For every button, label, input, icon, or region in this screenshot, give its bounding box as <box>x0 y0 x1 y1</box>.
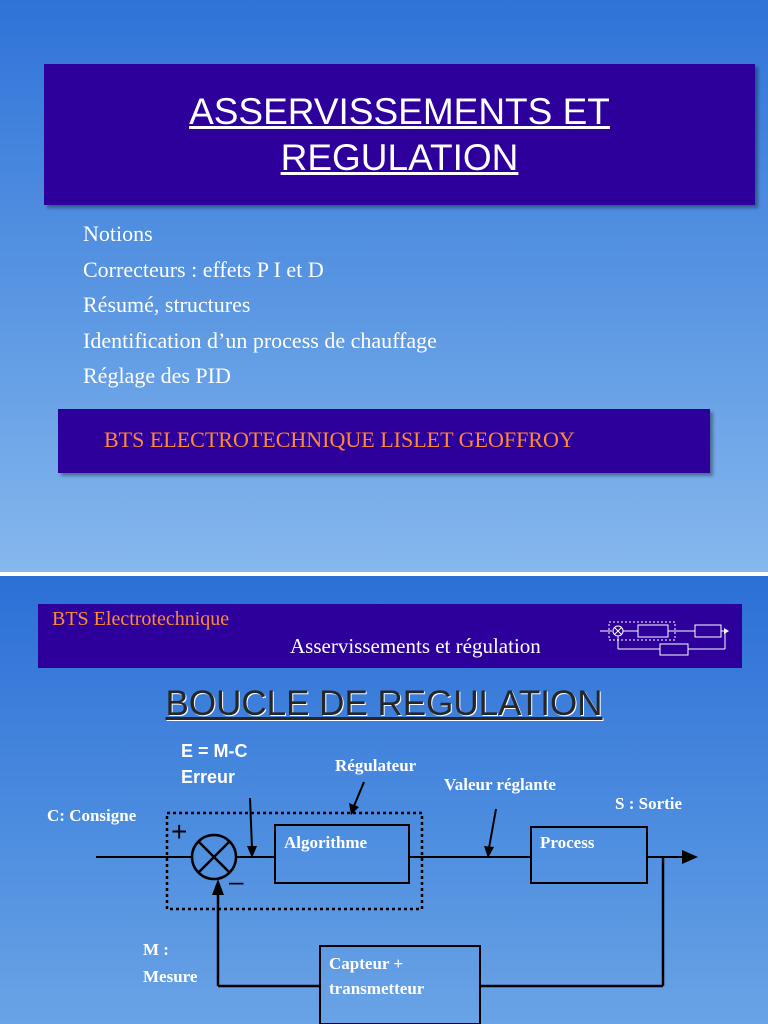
sensor-block-label-line1: Capteur + <box>329 954 404 973</box>
diagram-title: BOUCLE DE REGULATION <box>165 684 603 723</box>
sensor-block-label-line2: transmetteur <box>329 979 425 998</box>
outline-item: Réglage des PID <box>83 363 231 388</box>
header-subject: Asservissements et régulation <box>290 634 541 658</box>
minus-sign: – <box>229 866 244 896</box>
setpoint-label: C: Consigne <box>47 806 137 825</box>
algorithm-block-label: Algorithme <box>284 833 368 852</box>
output-label: S : Sortie <box>615 794 683 813</box>
title-banner: ASSERVISSEMENTS ET REGULATION <box>44 64 755 205</box>
outline-item: Identification d’un process de chauffage <box>83 327 437 353</box>
error-label: Erreur <box>181 767 236 787</box>
outline-item: Notions <box>83 221 153 246</box>
regulator-label: Régulateur <box>335 756 417 775</box>
header-course: BTS Electrotechnique <box>52 608 230 630</box>
slide-boucle: BTS Electrotechnique Asservissements et … <box>0 576 768 1024</box>
slide-divider <box>0 572 768 576</box>
measure-label-line1: M : <box>143 940 169 959</box>
footer-text: BTS ELECTROTECHNIQUE LISLET GEOFFROY <box>104 427 575 452</box>
manipulated-variable-label: Valeur réglante <box>444 775 556 794</box>
process-block-label: Process <box>540 833 595 852</box>
slide-title: ASSERVISSEMENTS ET REGULATION Notions Co… <box>0 0 768 572</box>
measure-label-line2: Mesure <box>143 967 198 986</box>
outline-item: Résumé, structures <box>83 292 251 317</box>
plus-sign: + <box>171 816 188 847</box>
regulation-loop-diagram <box>96 781 698 1024</box>
outline-item: Correcteurs : effets P I et D <box>83 256 324 282</box>
slide-header: BTS Electrotechnique Asservissements et … <box>38 604 742 668</box>
footer-banner: BTS ELECTROTECHNIQUE LISLET GEOFFROY <box>58 409 710 473</box>
error-formula-label: E = M-C <box>181 741 248 761</box>
block-diagram-logo-icon <box>600 621 729 656</box>
outline-list: Notions Correcteurs : effets P I et D Ré… <box>83 216 437 394</box>
slide-title-text: ASSERVISSEMENTS ET REGULATION <box>189 90 610 178</box>
